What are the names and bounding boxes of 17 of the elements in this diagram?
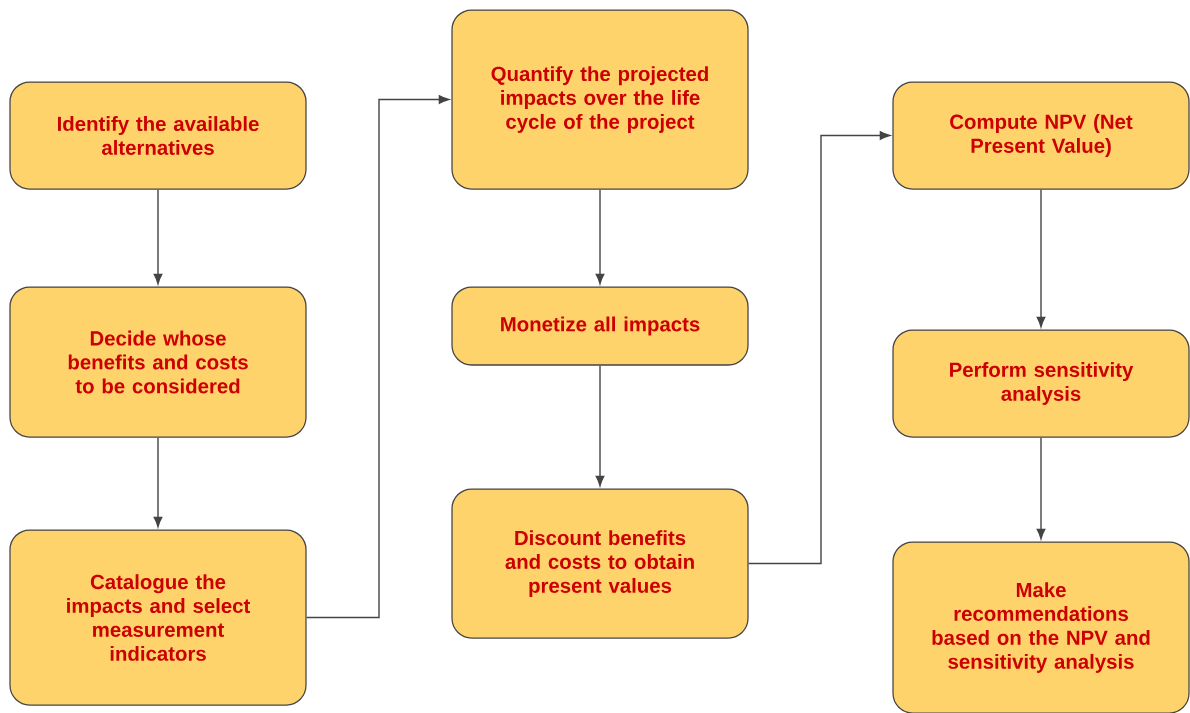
arrow (595, 364, 605, 487)
arrow (1036, 436, 1046, 540)
arrow (747, 131, 891, 565)
process-box: Discount benefits and costs to obtain present values (451, 488, 749, 639)
process-box: Identify the available alternatives (9, 81, 307, 190)
process-box: Compute NPV (Net Present Value) (892, 81, 1190, 190)
arrow (153, 436, 163, 528)
process-box: Quantify the projected impacts over the life cycle of the project (451, 9, 749, 190)
process-box: Monetize all impacts (451, 286, 749, 366)
process-box: Catalogue the impacts and select measurement indicators (9, 529, 307, 706)
process-box: Decide whose benefits and costs to be considered (9, 286, 307, 438)
process-box: Perform sensitivity analysis (892, 329, 1190, 438)
arrow (305, 95, 450, 619)
arrow (1036, 188, 1046, 328)
arrow (595, 188, 605, 285)
arrow (153, 188, 163, 285)
process-box: Make recommendations based on the NPV and sensitivity analysis (892, 541, 1190, 713)
